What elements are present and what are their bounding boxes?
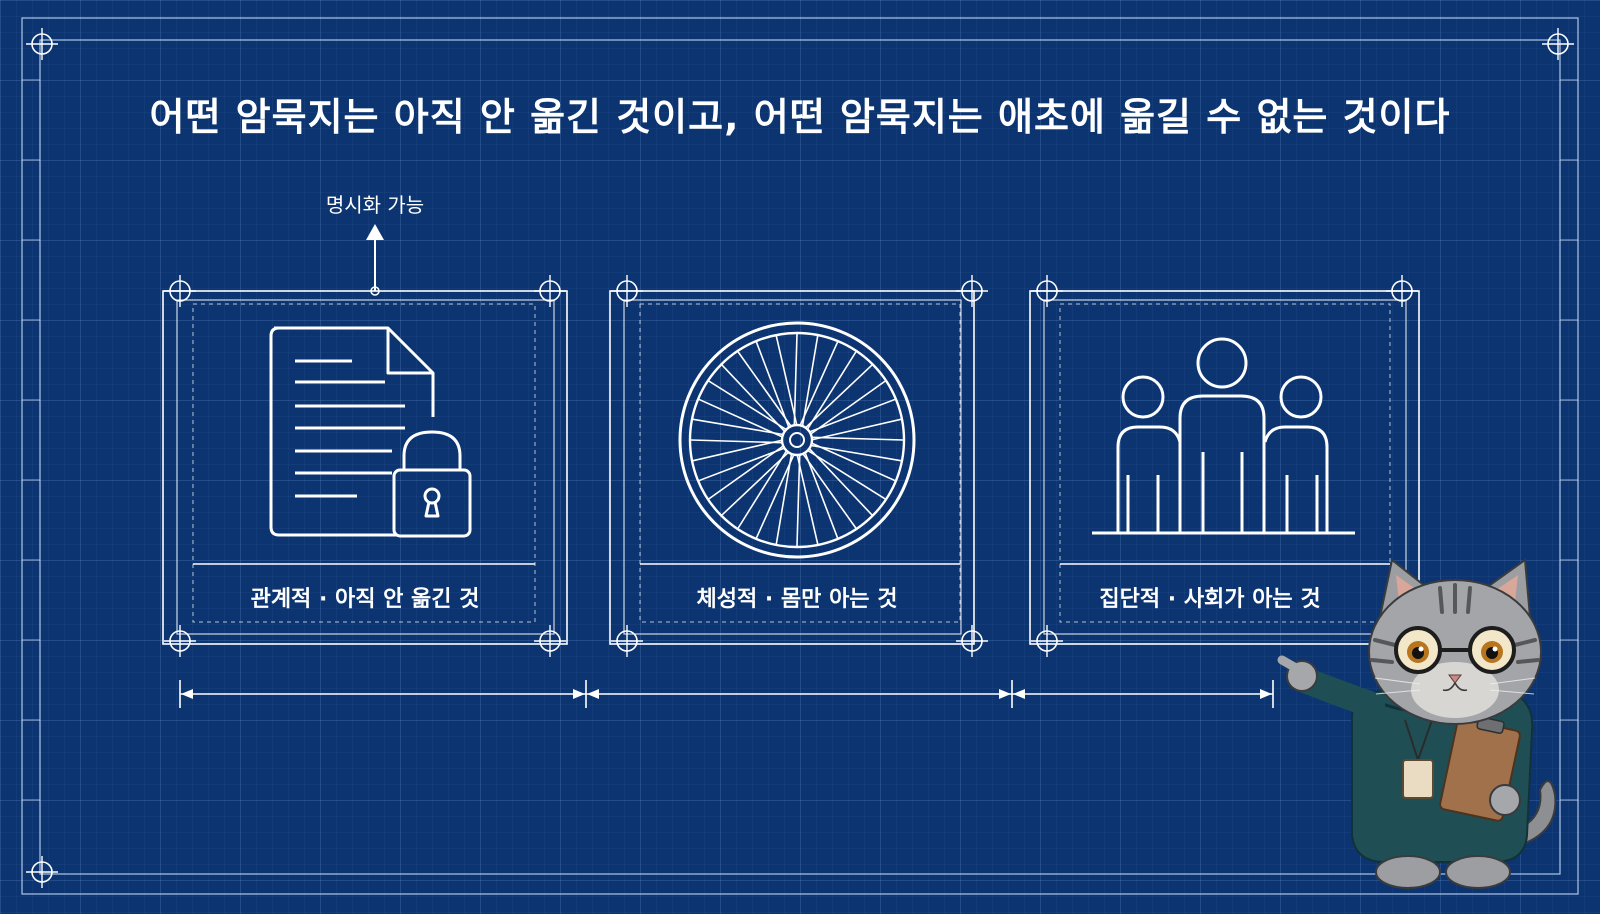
card-label-somatic: 체성적 · 몸만 아는 것 [696,587,898,612]
card-label-relational: 관계적 · 아직 안 옮긴 것 [250,587,480,612]
card-label-collective: 집단적 · 사회가 아는 것 [1099,587,1321,612]
dimension-line [179,680,1274,708]
locked-document-icon [269,326,472,538]
people-group-icon [1092,337,1355,535]
up-arrow-icon [366,224,384,296]
ruler-ticks [22,79,1578,801]
wheel-icon [678,321,916,559]
page-title: 어떤 암묵지는 아직 안 옮긴 것이고, 어떤 암묵지는 애초에 옮길 수 없는… [149,95,1451,139]
cat-mascot [1277,558,1557,889]
explicitable-annotation: 명시화 가능 [325,193,425,217]
card-collective [1029,274,1420,658]
card-somatic [609,274,989,658]
card-relational [162,274,568,658]
outer-frame [21,17,1579,895]
